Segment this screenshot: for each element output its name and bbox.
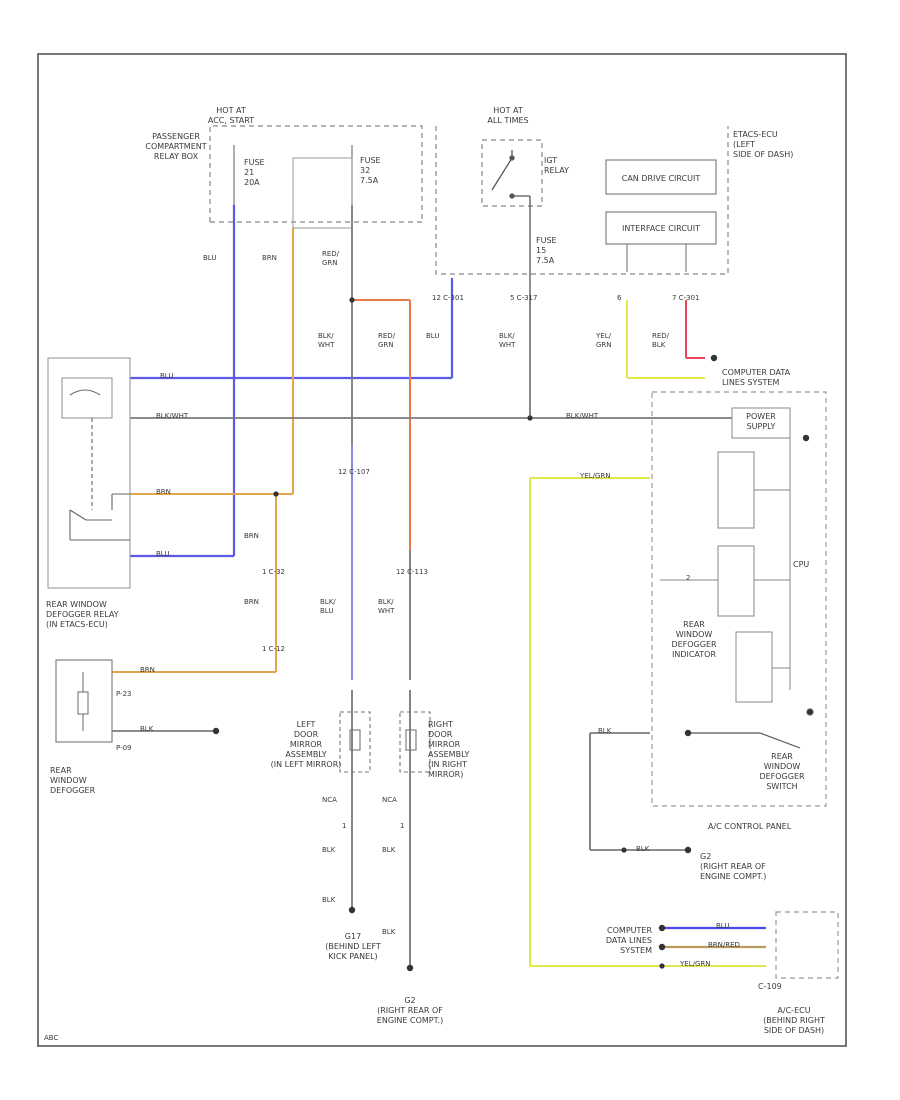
- label-fuse-b: FUSE 32 7.5A: [360, 156, 381, 185]
- label-fuse-c: FUSE 15 7.5A: [536, 236, 557, 265]
- label-rear-defogger: REAR WINDOW DEFOGGER: [50, 766, 96, 795]
- conn-num6: 6: [617, 294, 622, 302]
- tag-blk-h: BLK: [140, 725, 154, 733]
- wire-label-blk4: BLK: [382, 928, 396, 936]
- wire-label-blk-wht3: BLK/ WHT: [378, 598, 395, 615]
- defogger-element: [55, 659, 113, 743]
- tag-blkwht-h: BLK/WHT: [156, 412, 189, 420]
- wire-label-brn3: BRN: [244, 598, 259, 606]
- conn-num2: 2: [686, 574, 691, 582]
- conn-p23: P-23: [116, 690, 132, 698]
- conn-c317: 5 C-317: [510, 294, 538, 302]
- label-ac-ecu: A/C-ECU (BEHIND RIGHT SIDE OF DASH): [763, 1006, 825, 1035]
- label-comp-lines: COMPUTER DATA LINES SYSTEM: [605, 926, 652, 955]
- tag-blk-h2: BLK: [598, 727, 612, 735]
- wire-label-blk2: BLK: [382, 846, 396, 854]
- wire-label-blk-wht2: BLK/ WHT: [499, 332, 516, 349]
- wire-label-brn2: BRN: [244, 532, 259, 540]
- tag-blkwht-h2: BLK/WHT: [566, 412, 599, 420]
- label-g2a: G2 (RIGHT REAR OF ENGINE COMPT.): [376, 996, 444, 1025]
- conn-ncb: NCA: [382, 796, 397, 804]
- wire-blu: [130, 205, 454, 558]
- wire-label-brn: BRN: [262, 254, 277, 262]
- conn-nca: NCA: [322, 796, 337, 804]
- conn-p1a: 1: [342, 822, 347, 830]
- ac-control-panel-outline: [651, 391, 839, 979]
- mirror-heaters: [339, 711, 431, 773]
- conn-c107: 12 C-107: [338, 468, 370, 476]
- wire-brn: [112, 228, 294, 673]
- wire-label-blk5: BLK: [636, 845, 650, 853]
- label-rear-defogger-relay: REAR WINDOW DEFOGGER RELAY (IN ETACS-ECU…: [46, 600, 119, 629]
- label-can-drive: CAN DRIVE CIRCUIT: [621, 174, 701, 183]
- footer-code: ABC: [44, 1034, 59, 1042]
- wire-label-red-blk: RED/ BLK: [652, 332, 670, 349]
- wire-yel-grn-top: [626, 300, 705, 379]
- wire-label-blk1: BLK: [322, 846, 336, 854]
- wire-label-blk-wht1: BLK/ WHT: [318, 332, 335, 349]
- conn-p1b: 1: [400, 822, 405, 830]
- connector-dots: [212, 297, 810, 972]
- defogger-relay-internals: [69, 389, 130, 541]
- wire-red-grn: [352, 299, 411, 550]
- fuse-box-lines: [233, 145, 353, 229]
- label-ac-panel: A/C CONTROL PANEL: [708, 822, 792, 831]
- label-computer-data: COMPUTER DATA LINES SYSTEM: [722, 368, 791, 387]
- label-right-mirror: RIGHT DOOR MIRROR ASSEMBLY (IN RIGHT MIR…: [428, 720, 470, 779]
- diagram-frame: [37, 53, 847, 1047]
- wire-label-red-grn2: RED/ GRN: [378, 332, 396, 349]
- wire-yel-grn-bottom: [529, 477, 766, 967]
- ac-panel-boxes: [660, 407, 791, 703]
- wire-label-yel-grn: YEL/ GRN: [596, 332, 612, 349]
- label-indicator: REAR WINDOW DEFOGGER INDICATOR: [671, 620, 717, 659]
- tag-brn-h: BRN: [156, 488, 171, 496]
- label-c109: C-109: [758, 982, 782, 991]
- wire-label-blu2: BLU: [426, 332, 440, 340]
- label-left-mirror: LEFT DOOR MIRROR ASSEMBLY (IN LEFT MIRRO…: [270, 720, 342, 769]
- label-hot-all: HOT AT ALL TIMES: [487, 106, 529, 125]
- label-interface: INTERFACE CIRCUIT: [621, 224, 701, 233]
- tag-blu-h2: BLU: [156, 550, 170, 558]
- wire-label-red-grn: RED/ GRN: [322, 250, 340, 267]
- wire-blk-wht: [130, 205, 732, 445]
- tag-blu-h: BLU: [160, 372, 174, 380]
- label-cpu: CPU: [793, 560, 810, 569]
- label-etacs: ETACS-ECU (LEFT SIDE OF DASH): [733, 130, 794, 159]
- label-g17: G17 (BEHIND LEFT KICK PANEL): [325, 932, 381, 961]
- label-passenger-relay-box: PASSENGER COMPARTMENT RELAY BOX: [145, 132, 207, 161]
- wire-label-blk-blu: BLK/ BLU: [320, 598, 336, 615]
- wire-label-blk3: BLK: [322, 896, 336, 904]
- tag-brn-h2: BRN: [140, 666, 155, 674]
- conn-c113: 12 C-113: [396, 568, 428, 576]
- wire-label-blu: BLU: [203, 254, 217, 262]
- label-fuse-a: FUSE 21 20A: [244, 158, 265, 187]
- label-power-supply: POWER SUPPLY: [746, 412, 776, 431]
- tag-yelgrn-h: YEL/GRN: [580, 472, 611, 480]
- conn-p09: P-09: [116, 744, 132, 752]
- label-hot-acc: HOT AT ACC, START: [207, 106, 255, 125]
- wire-blk-grounds: [112, 690, 688, 966]
- label-g2b: G2 (RIGHT REAR OF ENGINE COMPT.): [700, 852, 767, 881]
- tag-blu-h3: BLU: [716, 922, 730, 930]
- conn-c32: 1 C-32: [262, 568, 285, 576]
- label-switch: REAR WINDOW DEFOGGER SWITCH: [759, 752, 805, 791]
- passenger-relay-box-outline: [209, 125, 423, 223]
- defogger-switch-symbol: [688, 708, 814, 749]
- igt-relay-outline: [435, 126, 729, 275]
- conn-c12: 1 C-12: [262, 645, 285, 653]
- conn-c301b: 7 C-301: [672, 294, 700, 302]
- tag-brnred-h: BRN/RED: [708, 941, 740, 949]
- defogger-relay-box: [47, 357, 131, 589]
- conn-c301a: 12 C-301: [432, 294, 464, 302]
- etacs-circuit-boxes: [605, 159, 717, 272]
- tag-yelgrn-h2: YEL/GRN: [680, 960, 711, 968]
- wire-red-blk: [685, 300, 705, 359]
- label-igt-relay: IGT RELAY: [544, 156, 569, 175]
- igt-relay-switch: [491, 150, 531, 300]
